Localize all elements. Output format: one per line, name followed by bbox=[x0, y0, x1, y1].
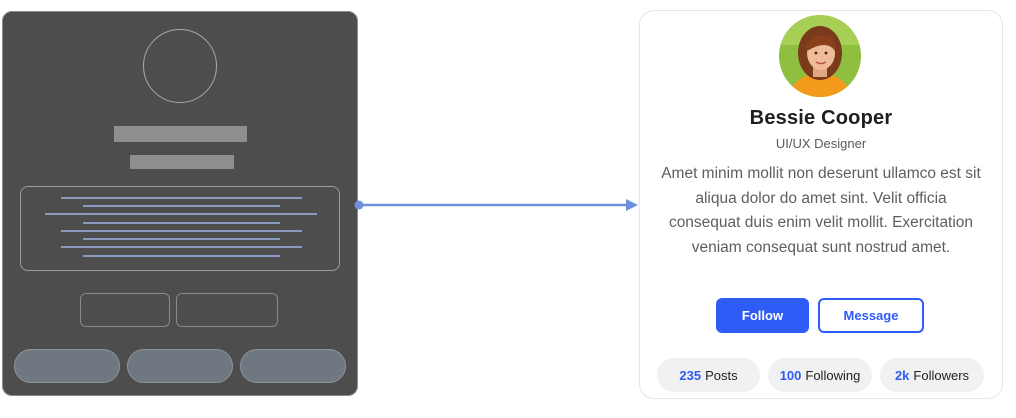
profile-card: Bessie Cooper UI/UX Designer Amet minim … bbox=[640, 11, 1002, 398]
wireframe-bio-box bbox=[20, 186, 340, 271]
profile-bio: Amet minim mollit non deserunt ullamco e… bbox=[661, 165, 981, 256]
wireframe-button-placeholder bbox=[176, 293, 278, 327]
stat-followers[interactable]: 2k Followers bbox=[880, 358, 984, 392]
wireframe-name-placeholder bbox=[114, 126, 247, 142]
stat-following-label: Following bbox=[805, 367, 861, 383]
profile-name: Bessie Cooper bbox=[749, 107, 893, 129]
wireframe-bio-lines bbox=[45, 197, 317, 257]
stat-posts[interactable]: 235 Posts bbox=[657, 358, 760, 392]
wireframe-title-placeholder bbox=[130, 155, 234, 169]
stat-followers-label: Followers bbox=[913, 367, 970, 383]
wireframe-avatar-placeholder bbox=[143, 29, 217, 103]
wireframe-stat-placeholder bbox=[14, 349, 120, 383]
profile-role: UI/UX Designer bbox=[775, 136, 867, 151]
stat-posts-label: Posts bbox=[705, 367, 738, 383]
message-button[interactable]: Message bbox=[818, 298, 924, 333]
wireframe-button-placeholder bbox=[80, 293, 170, 327]
avatar-photo bbox=[779, 15, 861, 97]
stat-followers-value: 2k bbox=[894, 367, 910, 383]
connector-arrowhead bbox=[626, 199, 638, 211]
wireframe-stat-placeholder bbox=[127, 349, 233, 383]
stat-following[interactable]: 100 Following bbox=[768, 358, 872, 392]
stat-following-value: 100 bbox=[779, 367, 802, 383]
stat-posts-value: 235 bbox=[679, 367, 702, 383]
wireframe-card bbox=[2, 11, 358, 396]
wireframe-stat-placeholder bbox=[240, 349, 346, 383]
follow-button[interactable]: Follow bbox=[716, 298, 809, 333]
avatar bbox=[779, 15, 861, 97]
